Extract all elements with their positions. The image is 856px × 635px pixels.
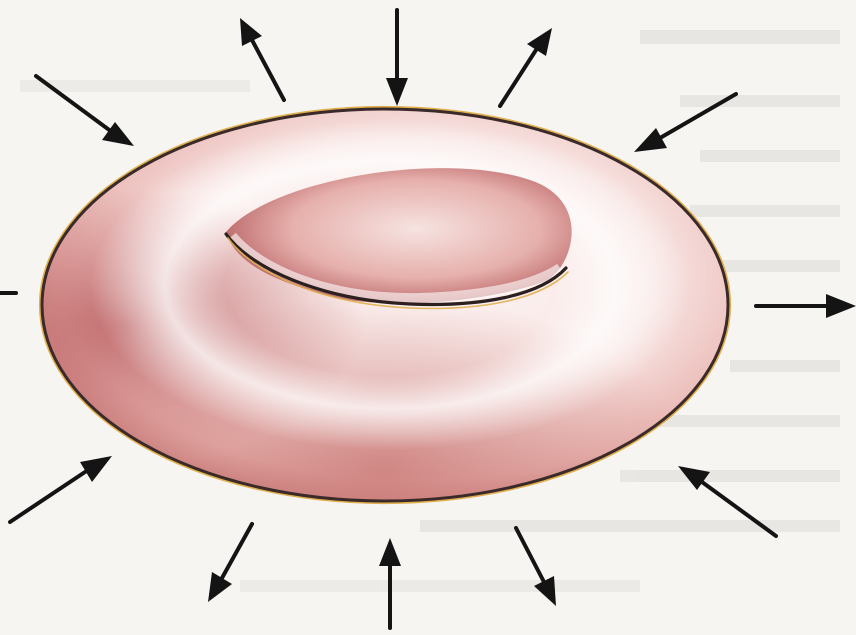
- red-blood-cell: [40, 107, 730, 503]
- arrow-right: [756, 294, 856, 318]
- arrow-top: [386, 10, 408, 106]
- arrow-bottom-right: [516, 528, 556, 606]
- arrow-top-right: [500, 28, 552, 106]
- arrow-bottom-left-outer: [10, 456, 112, 522]
